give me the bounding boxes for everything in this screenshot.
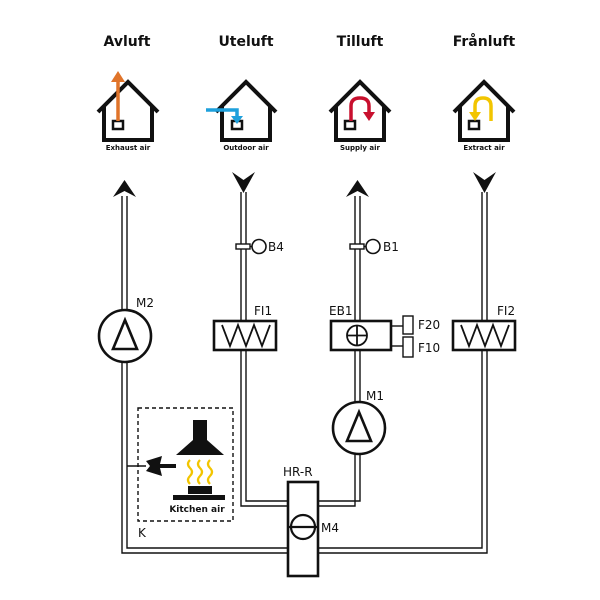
kitchen-connector-arrow-icon bbox=[146, 456, 176, 476]
label-eb1: EB1 bbox=[329, 304, 352, 318]
house-exhaust-icon bbox=[96, 71, 160, 142]
label-f20: F20 bbox=[418, 318, 440, 332]
header-supply: Tilluft bbox=[337, 34, 384, 50]
fan-m1-icon bbox=[331, 400, 387, 456]
label-fi1: FI1 bbox=[254, 304, 272, 318]
label-b4: B4 bbox=[268, 240, 284, 254]
caption-kitchen: Kitchen air bbox=[169, 505, 225, 515]
outdoor-arrow-icon bbox=[206, 108, 239, 118]
label-hrr: HR-R bbox=[283, 465, 313, 479]
duct-arrow-up-exhaust-icon bbox=[113, 180, 136, 197]
duct-arrow-down-outdoor-icon bbox=[232, 172, 255, 193]
fan-m2-icon bbox=[97, 308, 153, 364]
label-fi2: FI2 bbox=[497, 304, 515, 318]
house-supply-icon bbox=[328, 79, 392, 142]
label-m1: M1 bbox=[366, 389, 384, 403]
house-outdoor-icon bbox=[206, 79, 278, 142]
label-m2: M2 bbox=[136, 296, 154, 310]
thermostat-f20-icon bbox=[391, 315, 414, 335]
extract-arrow-icon bbox=[473, 96, 493, 121]
caption-exhaust: Exhaust air bbox=[106, 144, 151, 152]
thermostat-f10-icon bbox=[391, 336, 414, 358]
kitchen-fumes-icon bbox=[186, 459, 214, 485]
duct-arrow-down-extract-icon bbox=[473, 172, 496, 193]
label-f10: F10 bbox=[418, 341, 440, 355]
label-m4: M4 bbox=[321, 521, 339, 535]
filter-fi1-icon bbox=[212, 319, 278, 352]
kitchen-hood-icon bbox=[176, 440, 224, 455]
duct-arrow-up-supply-icon bbox=[346, 180, 369, 197]
caption-extract: Extract air bbox=[463, 144, 505, 152]
kitchen-hood-box bbox=[127, 407, 234, 522]
house-extract-icon bbox=[452, 79, 516, 142]
caption-supply: Supply air bbox=[340, 144, 381, 152]
stove-icon bbox=[173, 495, 225, 500]
sensor-b4-icon bbox=[235, 238, 267, 255]
cooking-pot-icon bbox=[188, 486, 212, 494]
header-outdoor: Uteluft bbox=[218, 34, 273, 50]
label-k: K bbox=[138, 526, 147, 540]
supply-arrow-icon bbox=[349, 96, 371, 121]
caption-outdoor: Outdoor air bbox=[223, 144, 269, 152]
header-extract: Frånluft bbox=[453, 33, 516, 50]
hood-chimney-icon bbox=[193, 420, 207, 440]
heat-recovery-unit-icon bbox=[286, 480, 320, 578]
label-b1: B1 bbox=[383, 240, 399, 254]
header-exhaust: Avluft bbox=[103, 34, 150, 50]
sensor-b1-icon bbox=[349, 238, 381, 255]
heater-eb1-icon bbox=[329, 319, 393, 352]
filter-fi2-icon bbox=[451, 319, 517, 352]
